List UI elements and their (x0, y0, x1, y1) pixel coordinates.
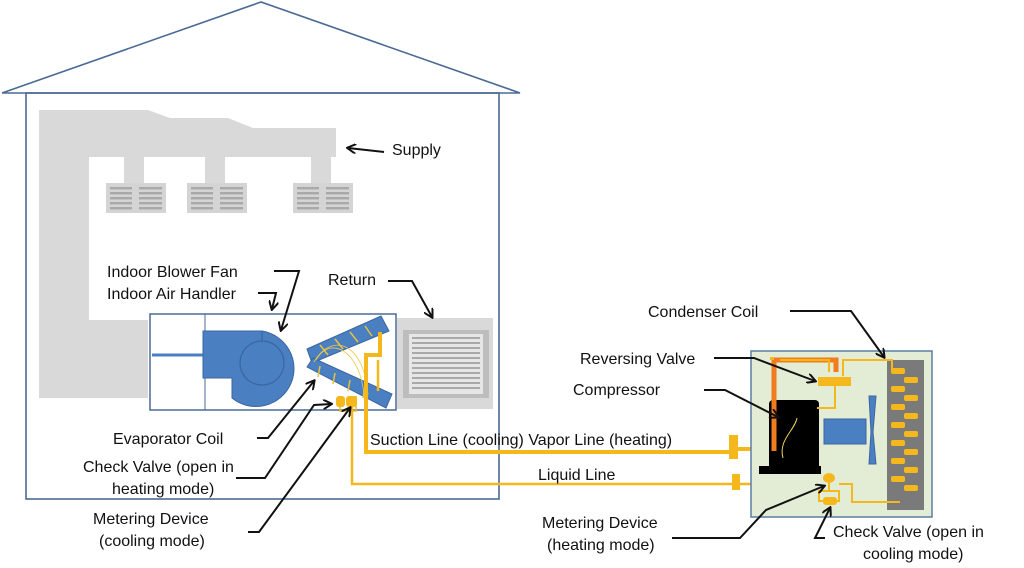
fan-blade (868, 395, 877, 465)
label-liquid-line: Liquid Line (538, 467, 616, 484)
house (1, 1, 521, 500)
label-metering-outdoor-2: (heating mode) (547, 537, 655, 554)
supply-duct (39, 110, 336, 398)
house-walls (25, 92, 500, 500)
label-check-valve-outdoor-2: cooling mode) (863, 546, 964, 563)
label-suction-line: Suction Line (cooling) Vapor Line (heati… (370, 432, 672, 449)
return-grille (397, 318, 493, 409)
label-condenser-coil: Condenser Coil (648, 304, 758, 321)
label-metering-indoor-2: (cooling mode) (99, 533, 205, 550)
label-check-valve-outdoor-1: Check Valve (open in (833, 524, 984, 541)
outdoor-unit (750, 350, 933, 518)
label-check-valve-indoor-2: heating mode) (112, 481, 214, 498)
indoor-blower-fan (202, 330, 295, 408)
label-indoor-blower-fan: Indoor Blower Fan (107, 264, 238, 281)
liquid-line (350, 406, 734, 486)
fan-motor (823, 418, 867, 445)
compressor (759, 400, 821, 474)
metering-device-outdoor (823, 473, 835, 483)
metering-device-indoor (346, 396, 357, 407)
supply-grille-2 (187, 183, 247, 213)
label-supply: Supply (392, 142, 441, 159)
supply-grille-3 (293, 183, 353, 213)
label-compressor: Compressor (573, 382, 661, 399)
reversing-valve (818, 377, 851, 386)
house-roof (1, 1, 521, 94)
label-metering-outdoor-1: Metering Device (542, 515, 658, 532)
label-return: Return (328, 272, 376, 289)
label-check-valve-indoor-1: Check Valve (open in (83, 459, 234, 476)
label-indoor-air-handler: Indoor Air Handler (107, 286, 237, 303)
supply-grille-1 (106, 183, 166, 213)
leader-arrows (236, 148, 884, 539)
label-metering-indoor-1: Metering Device (93, 511, 209, 528)
label-reversing-valve: Reversing Valve (580, 351, 695, 368)
labels: Supply Indoor Blower Fan Indoor Air Hand… (83, 142, 984, 563)
suction-line (364, 332, 734, 454)
label-evaporator-coil: Evaporator Coil (113, 431, 223, 448)
